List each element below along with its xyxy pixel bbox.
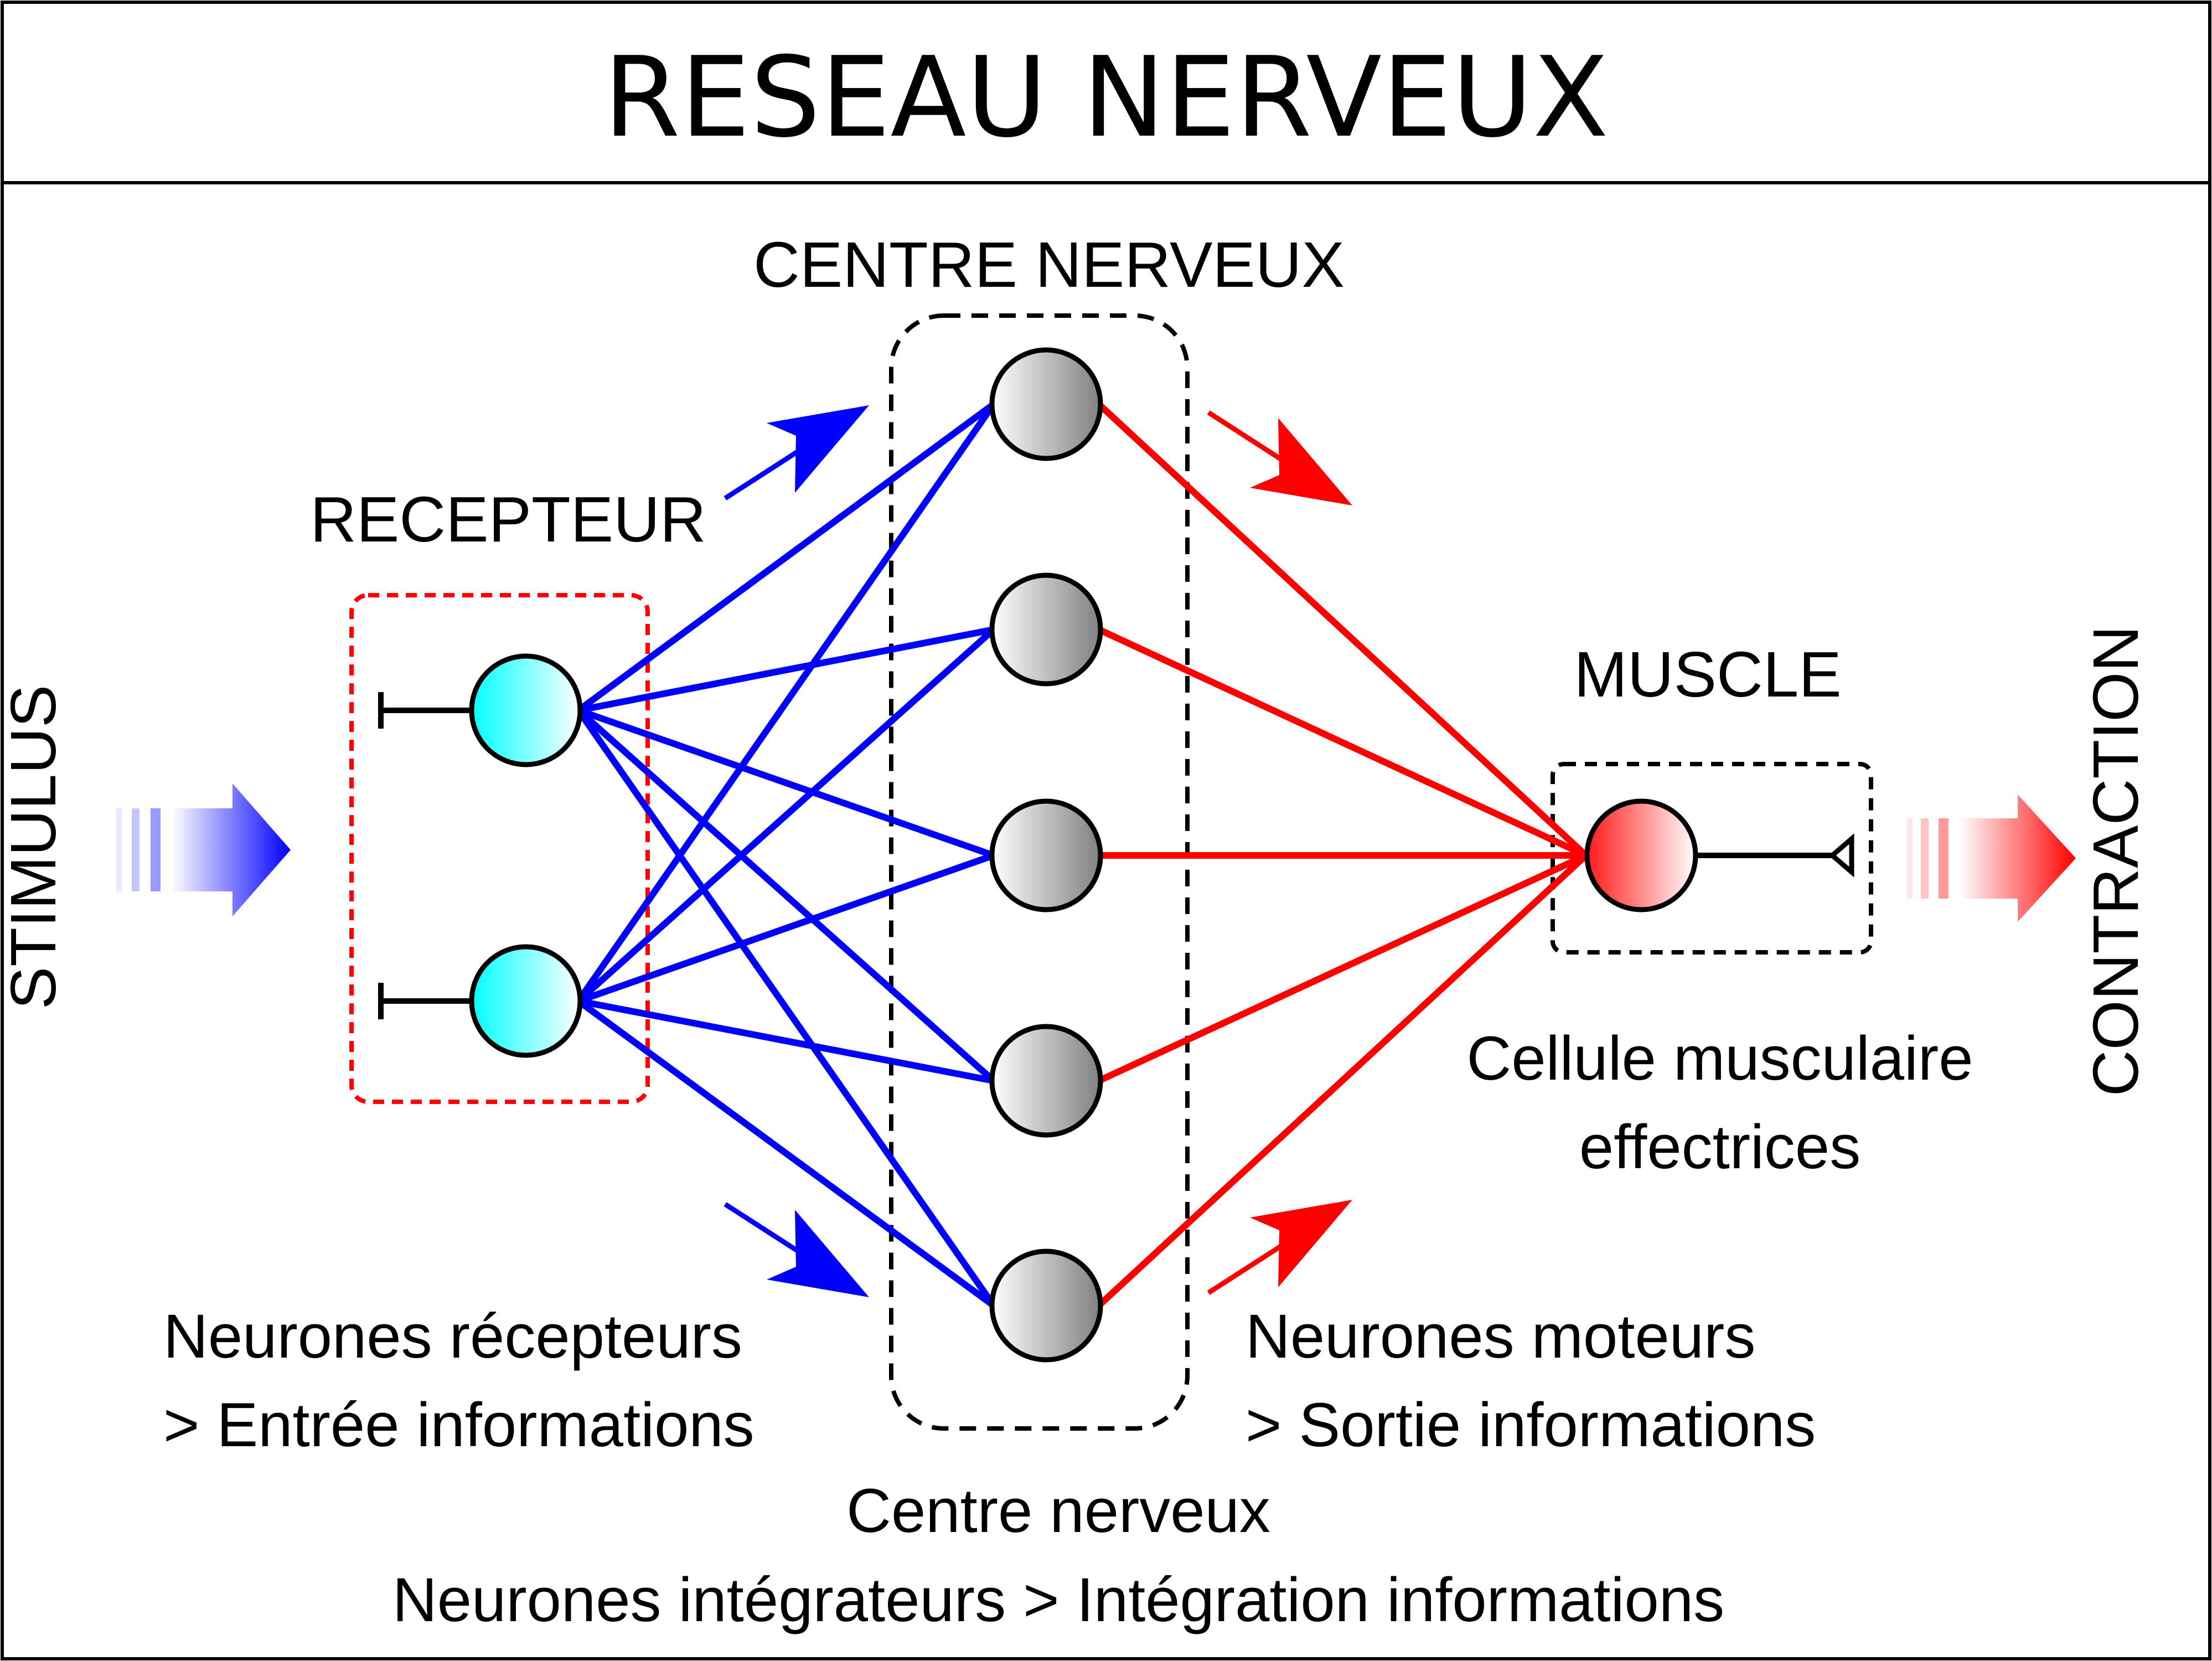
diagram-title: RESEAU NERVEUX: [603, 33, 1609, 162]
receptor-neuron: [378, 653, 583, 767]
contraction-arrow-stripe: [1939, 818, 1949, 899]
muscle-cell-description-line1: Cellule musculaire: [1466, 1024, 1973, 1093]
input-connection: [577, 998, 995, 1084]
input-connection: [576, 402, 996, 1003]
stimulus-arrow-stripe: [151, 808, 161, 891]
input-connection: [577, 626, 995, 714]
muscle-terminal: [1828, 833, 1854, 878]
stimulus-arrow-head: [172, 783, 291, 916]
flow-arrow-head: [1250, 418, 1352, 505]
contraction-arrow-head: [1960, 795, 2076, 922]
muscle-label: MUSCLE: [1574, 638, 1841, 710]
contraction-arrow-stripe: [1907, 818, 1913, 899]
integrator-neuron: [989, 1249, 1103, 1363]
input-connection: [576, 627, 996, 1004]
contraction-arrow-stripe: [1921, 818, 1929, 899]
flow-arrow-head: [767, 405, 869, 493]
flow-arrow-red-top: [1207, 410, 1352, 505]
flow-arrow-head: [1250, 1200, 1352, 1287]
receptor-neuron: [378, 944, 583, 1058]
centre-nerveux-label: CENTRE NERVEUX: [753, 229, 1345, 301]
muscle-cell-description-line2: effectrices: [1579, 1112, 1860, 1182]
integrator-neurons: [989, 347, 1103, 1363]
output-connection: [1097, 852, 1588, 1084]
flow-arrow-blue-top: [723, 405, 869, 501]
output-connections: [1096, 401, 1589, 1308]
input-connection: [576, 998, 996, 1308]
centre-nerveux-box: [889, 313, 1190, 1431]
flow-arrow-head: [767, 1210, 869, 1297]
motor-neurons-description-line2: > Sortie informations: [1245, 1390, 1816, 1459]
input-connection: [576, 708, 996, 1084]
contraction-arrow: [1907, 795, 2076, 922]
stimulus-arrow-stripe: [116, 808, 122, 891]
input-connection: [576, 401, 996, 713]
muscle-cell-body: [1584, 798, 1698, 912]
receptor-cell-body: [469, 944, 583, 1058]
integrator-neuron: [989, 347, 1103, 461]
input-connections: [576, 401, 996, 1308]
output-connection: [1096, 401, 1589, 858]
stimulus-arrow: [116, 783, 291, 916]
integrator-neuron: [989, 798, 1103, 912]
output-connection: [1096, 853, 1589, 1308]
output-connection: [1097, 626, 1588, 859]
integrator-neuron: [989, 572, 1103, 687]
centre-description-line2: Neurones intégrateurs > Intégration info…: [392, 1565, 1724, 1634]
input-connection: [577, 707, 995, 859]
muscle-cell: [1584, 798, 1854, 912]
input-connection: [576, 708, 996, 1308]
recepteur-label: RECEPTEUR: [310, 483, 706, 555]
integrator-neuron: [989, 1024, 1103, 1138]
stimulus-arrow-stripe: [132, 808, 139, 891]
contraction-label: CONTRACTION: [2080, 626, 2152, 1097]
flow-arrow-red-bottom: [1207, 1200, 1352, 1295]
stimulus-label: STIMULUS: [0, 685, 69, 1010]
centre-description-line1: Centre nerveux: [846, 1476, 1270, 1545]
receptor-neurons-description-line1: Neurones récepteurs: [163, 1302, 742, 1371]
flow-arrow-blue-bottom: [723, 1202, 869, 1297]
input-connection: [577, 852, 995, 1004]
receptor-cell-body: [469, 653, 583, 767]
motor-neurons-description-line1: Neurones moteurs: [1245, 1302, 1755, 1371]
receptor-neurons-description-line2: > Entrée informations: [163, 1390, 754, 1459]
